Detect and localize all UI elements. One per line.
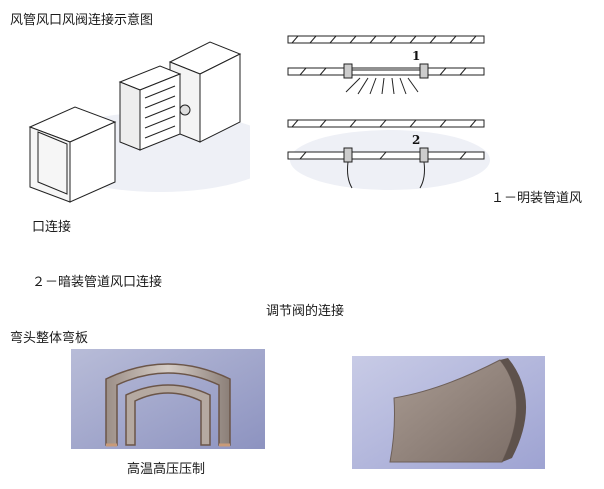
connection-sections-figure: 1 2 xyxy=(280,30,490,200)
duct-damper-figure xyxy=(20,32,250,207)
elbow-plate-photo xyxy=(352,356,545,469)
caption-line-1: １－明装管道风 xyxy=(491,191,583,206)
page-title: 风管风口风阀连接示意图 xyxy=(10,13,154,28)
elbow-caption: 高温高压压制 xyxy=(127,462,206,477)
caption-line-3: ２－暗装管道风口连接 xyxy=(32,275,163,290)
damper-caption: 调节阀的连接 xyxy=(266,304,345,319)
figure-label-1: 1 xyxy=(412,49,420,63)
curved-plate-photo xyxy=(71,349,265,449)
caption-line-2: 口连接 xyxy=(32,220,72,235)
elbow-heading: 弯头整体弯板 xyxy=(10,331,89,346)
figure-label-2: 2 xyxy=(412,133,420,147)
